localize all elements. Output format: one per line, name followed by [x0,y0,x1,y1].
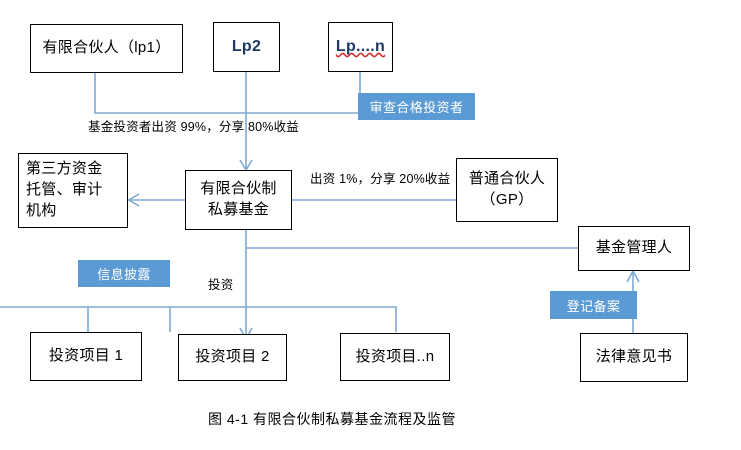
node-project-2[interactable]: 投资项目 2 [178,334,287,381]
node-lp1[interactable]: 有限合伙人（lp1） [30,24,183,73]
tag-registration-label: 登记备案 [566,298,621,314]
tag-registration[interactable]: 登记备案 [550,291,637,319]
edge-label-lp-contribution-text: 基金投资者出资 99%，分享 80%收益 [88,120,299,134]
arrowhead-bus-to-fund [239,159,253,172]
edge-label-lp-contribution: 基金投资者出资 99%，分享 80%收益 [88,116,299,135]
node-lpn-label: Lp....n [335,37,386,55]
figure-caption: 图 4-1 有限合伙制私募基金流程及监管 [208,409,456,429]
wire-projects-bus [87,306,397,332]
node-fund-manager[interactable]: 基金管理人 [578,226,690,271]
edge-label-gp-contribution-text: 出资 1%，分享 20%收益 [310,172,451,186]
node-project-2-label: 投资项目 2 [195,348,270,366]
node-gp[interactable]: 普通合伙人 （GP） [456,158,558,222]
node-custodian-label: 第三方资金 托管、审计 机构 [26,160,103,219]
node-lp2[interactable]: Lp2 [213,22,280,72]
node-project-1[interactable]: 投资项目 1 [30,332,142,381]
node-gp-label: 普通合伙人 （GP） [468,170,546,208]
node-fund-label: 有限合伙制 私募基金 [200,180,277,218]
node-lp1-label: 有限合伙人（lp1） [42,39,171,57]
arrowhead-legal-to-manager [626,269,640,283]
figure-caption-text: 图 4-1 有限合伙制私募基金流程及监管 [208,411,457,427]
node-project-1-label: 投资项目 1 [48,347,124,365]
node-legal-opinion-label: 法律意见书 [595,348,673,366]
node-lpn[interactable]: Lp....n [328,22,393,72]
node-fund-manager-label: 基金管理人 [595,239,673,257]
node-custodian[interactable]: 第三方资金 托管、审计 机构 [18,153,128,228]
node-project-3-label: 投资项目..n [355,347,435,365]
edge-label-investment: 投资 [208,274,233,293]
edge-label-gp-contribution: 出资 1%，分享 20%收益 [310,168,450,187]
node-project-3[interactable]: 投资项目..n [340,333,450,381]
node-lp2-label: Lp2 [231,37,262,55]
edge-label-investment-text: 投资 [208,278,234,292]
node-fund[interactable]: 有限合伙制 私募基金 [185,170,292,230]
tag-info-disclosure-label: 信息披露 [97,267,151,282]
tag-info-disclosure[interactable]: 信息披露 [78,260,170,287]
tag-qualified-investor[interactable]: 审查合格投资者 [358,93,475,120]
node-legal-opinion[interactable]: 法律意见书 [580,333,688,382]
arrowhead-fund-to-custodian [127,193,140,207]
tag-qualified-investor-label: 审查合格投资者 [369,100,464,115]
